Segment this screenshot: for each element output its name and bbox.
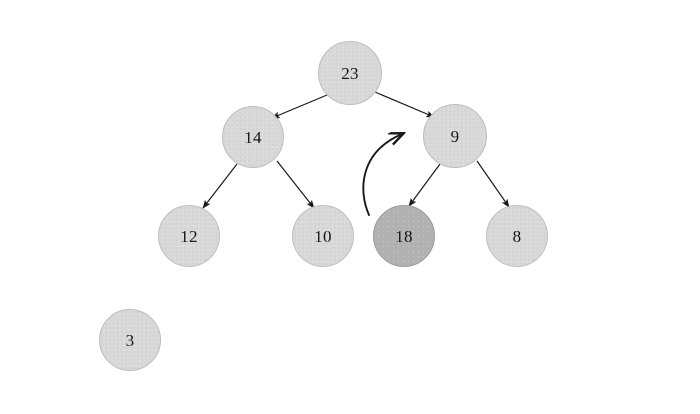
tree-node-label: 18 — [395, 226, 413, 246]
edge-14-to-12 — [202, 163, 238, 209]
edge-9-to-8 — [476, 160, 510, 208]
tree-node-12[interactable]: 12 — [158, 205, 220, 267]
edge-23-to-9 — [374, 91, 435, 118]
tree-node-label: 14 — [244, 127, 262, 147]
tree-node-label: 9 — [450, 126, 460, 146]
tree-node-14[interactable]: 14 — [222, 106, 284, 168]
tree-node-23[interactable]: 23 — [318, 41, 382, 105]
tree-node-label: 23 — [341, 63, 359, 83]
tree-node-label: 12 — [180, 226, 198, 246]
tree-node-18[interactable]: 18 — [373, 205, 435, 267]
edge-18-to-9-curved — [362, 134, 402, 216]
edge-9-to-18 — [408, 163, 441, 207]
tree-node-label: 3 — [125, 330, 135, 350]
tree-node-label: 10 — [314, 226, 332, 246]
tree-node-3[interactable]: 3 — [99, 309, 161, 371]
edge-23-to-14 — [271, 94, 328, 119]
edge-14-to-10 — [276, 160, 315, 209]
tree-node-10[interactable]: 10 — [292, 205, 354, 267]
tree-node-9[interactable]: 9 — [423, 104, 487, 168]
tree-node-label: 8 — [512, 226, 522, 246]
tree-node-8[interactable]: 8 — [486, 205, 548, 267]
